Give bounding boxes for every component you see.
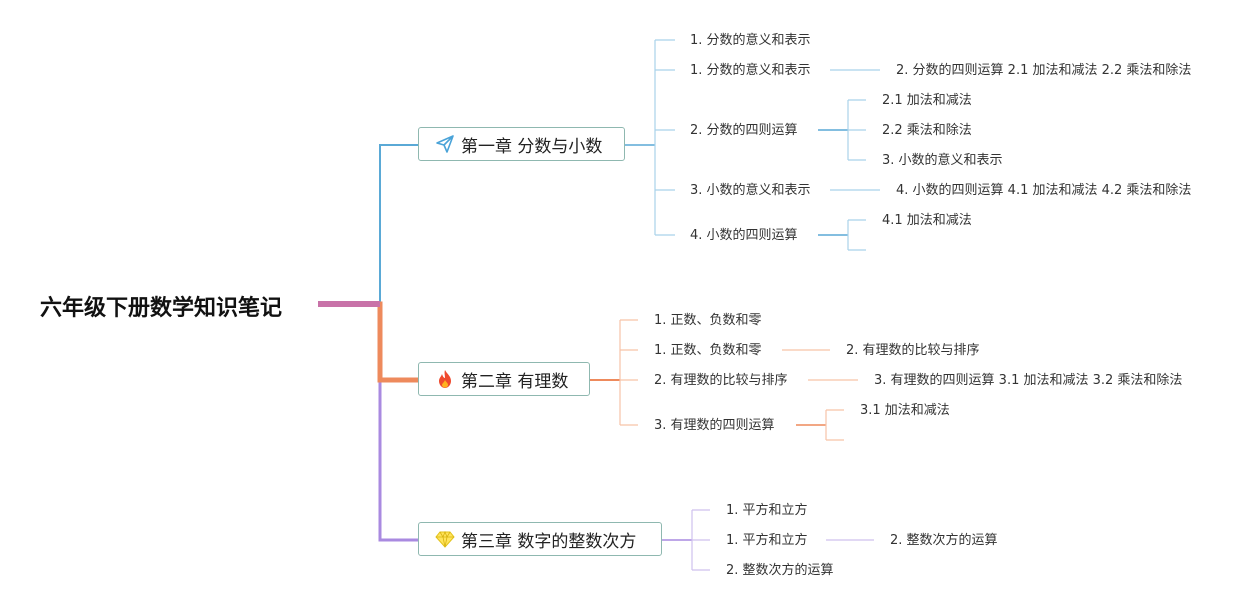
ch2-topic-4-sub-1[interactable]: 3.1 加法和减法 xyxy=(860,403,950,418)
ch3-topic-3[interactable]: 2. 整数次方的运算 xyxy=(726,563,834,578)
ch1-topic-3-sub-3[interactable]: 3. 小数的意义和表示 xyxy=(882,153,1003,168)
chapter-1-node[interactable]: 第一章 分数与小数 xyxy=(418,127,625,161)
paper-plane-icon xyxy=(435,134,455,154)
ch1-topic-4-sub-1[interactable]: 4. 小数的四则运算 4.1 加法和减法 4.2 乘法和除法 xyxy=(896,183,1192,198)
ch1-topic-3-sub-1[interactable]: 2.1 加法和减法 xyxy=(882,93,972,108)
root-to-ch1-line xyxy=(318,144,420,305)
root-to-ch3-line xyxy=(318,302,420,542)
diamond-icon xyxy=(435,529,455,549)
chapter-1-title: 第一章 分数与小数 xyxy=(461,136,603,157)
ch1-topic-1[interactable]: 1. 分数的意义和表示 xyxy=(690,33,811,48)
ch2-topic-2[interactable]: 1. 正数、负数和零 xyxy=(654,343,762,358)
ch1-topic-5-sub-1[interactable]: 4.1 加法和减法 xyxy=(882,213,972,228)
root-title[interactable]: 六年级下册数学知识笔记 xyxy=(40,296,283,321)
ch2-topic-4[interactable]: 3. 有理数的四则运算 xyxy=(654,418,775,433)
fire-icon xyxy=(435,369,455,389)
ch1-topic-4[interactable]: 3. 小数的意义和表示 xyxy=(690,183,811,198)
chapter-2-node[interactable]: 第二章 有理数 xyxy=(418,362,590,396)
ch2-topic-2-sub-1[interactable]: 2. 有理数的比较与排序 xyxy=(846,343,980,358)
ch3-topic-1[interactable]: 1. 平方和立方 xyxy=(726,503,808,518)
chapter-2-title: 第二章 有理数 xyxy=(461,371,569,392)
chapter-3-title: 第三章 数字的整数次方 xyxy=(461,531,637,552)
ch1-topic-3[interactable]: 2. 分数的四则运算 xyxy=(690,123,798,138)
ch1-topic-3-sub-2[interactable]: 2.2 乘法和除法 xyxy=(882,123,972,138)
ch2-topic-3-sub-1[interactable]: 3. 有理数的四则运算 3.1 加法和减法 3.2 乘法和除法 xyxy=(874,373,1183,388)
ch2-topic-3[interactable]: 2. 有理数的比较与排序 xyxy=(654,373,788,388)
ch1-topic-2[interactable]: 1. 分数的意义和表示 xyxy=(690,63,811,78)
ch1-topic-2-sub-1[interactable]: 2. 分数的四则运算 2.1 加法和减法 2.2 乘法和除法 xyxy=(896,63,1192,78)
root-to-ch2-line xyxy=(318,301,420,383)
chapter-3-node[interactable]: 第三章 数字的整数次方 xyxy=(418,522,662,556)
ch3-topic-2-sub-1[interactable]: 2. 整数次方的运算 xyxy=(890,533,998,548)
ch1-topic-5[interactable]: 4. 小数的四则运算 xyxy=(690,228,798,243)
ch3-topic-2[interactable]: 1. 平方和立方 xyxy=(726,533,808,548)
ch2-topic-1[interactable]: 1. 正数、负数和零 xyxy=(654,313,762,328)
